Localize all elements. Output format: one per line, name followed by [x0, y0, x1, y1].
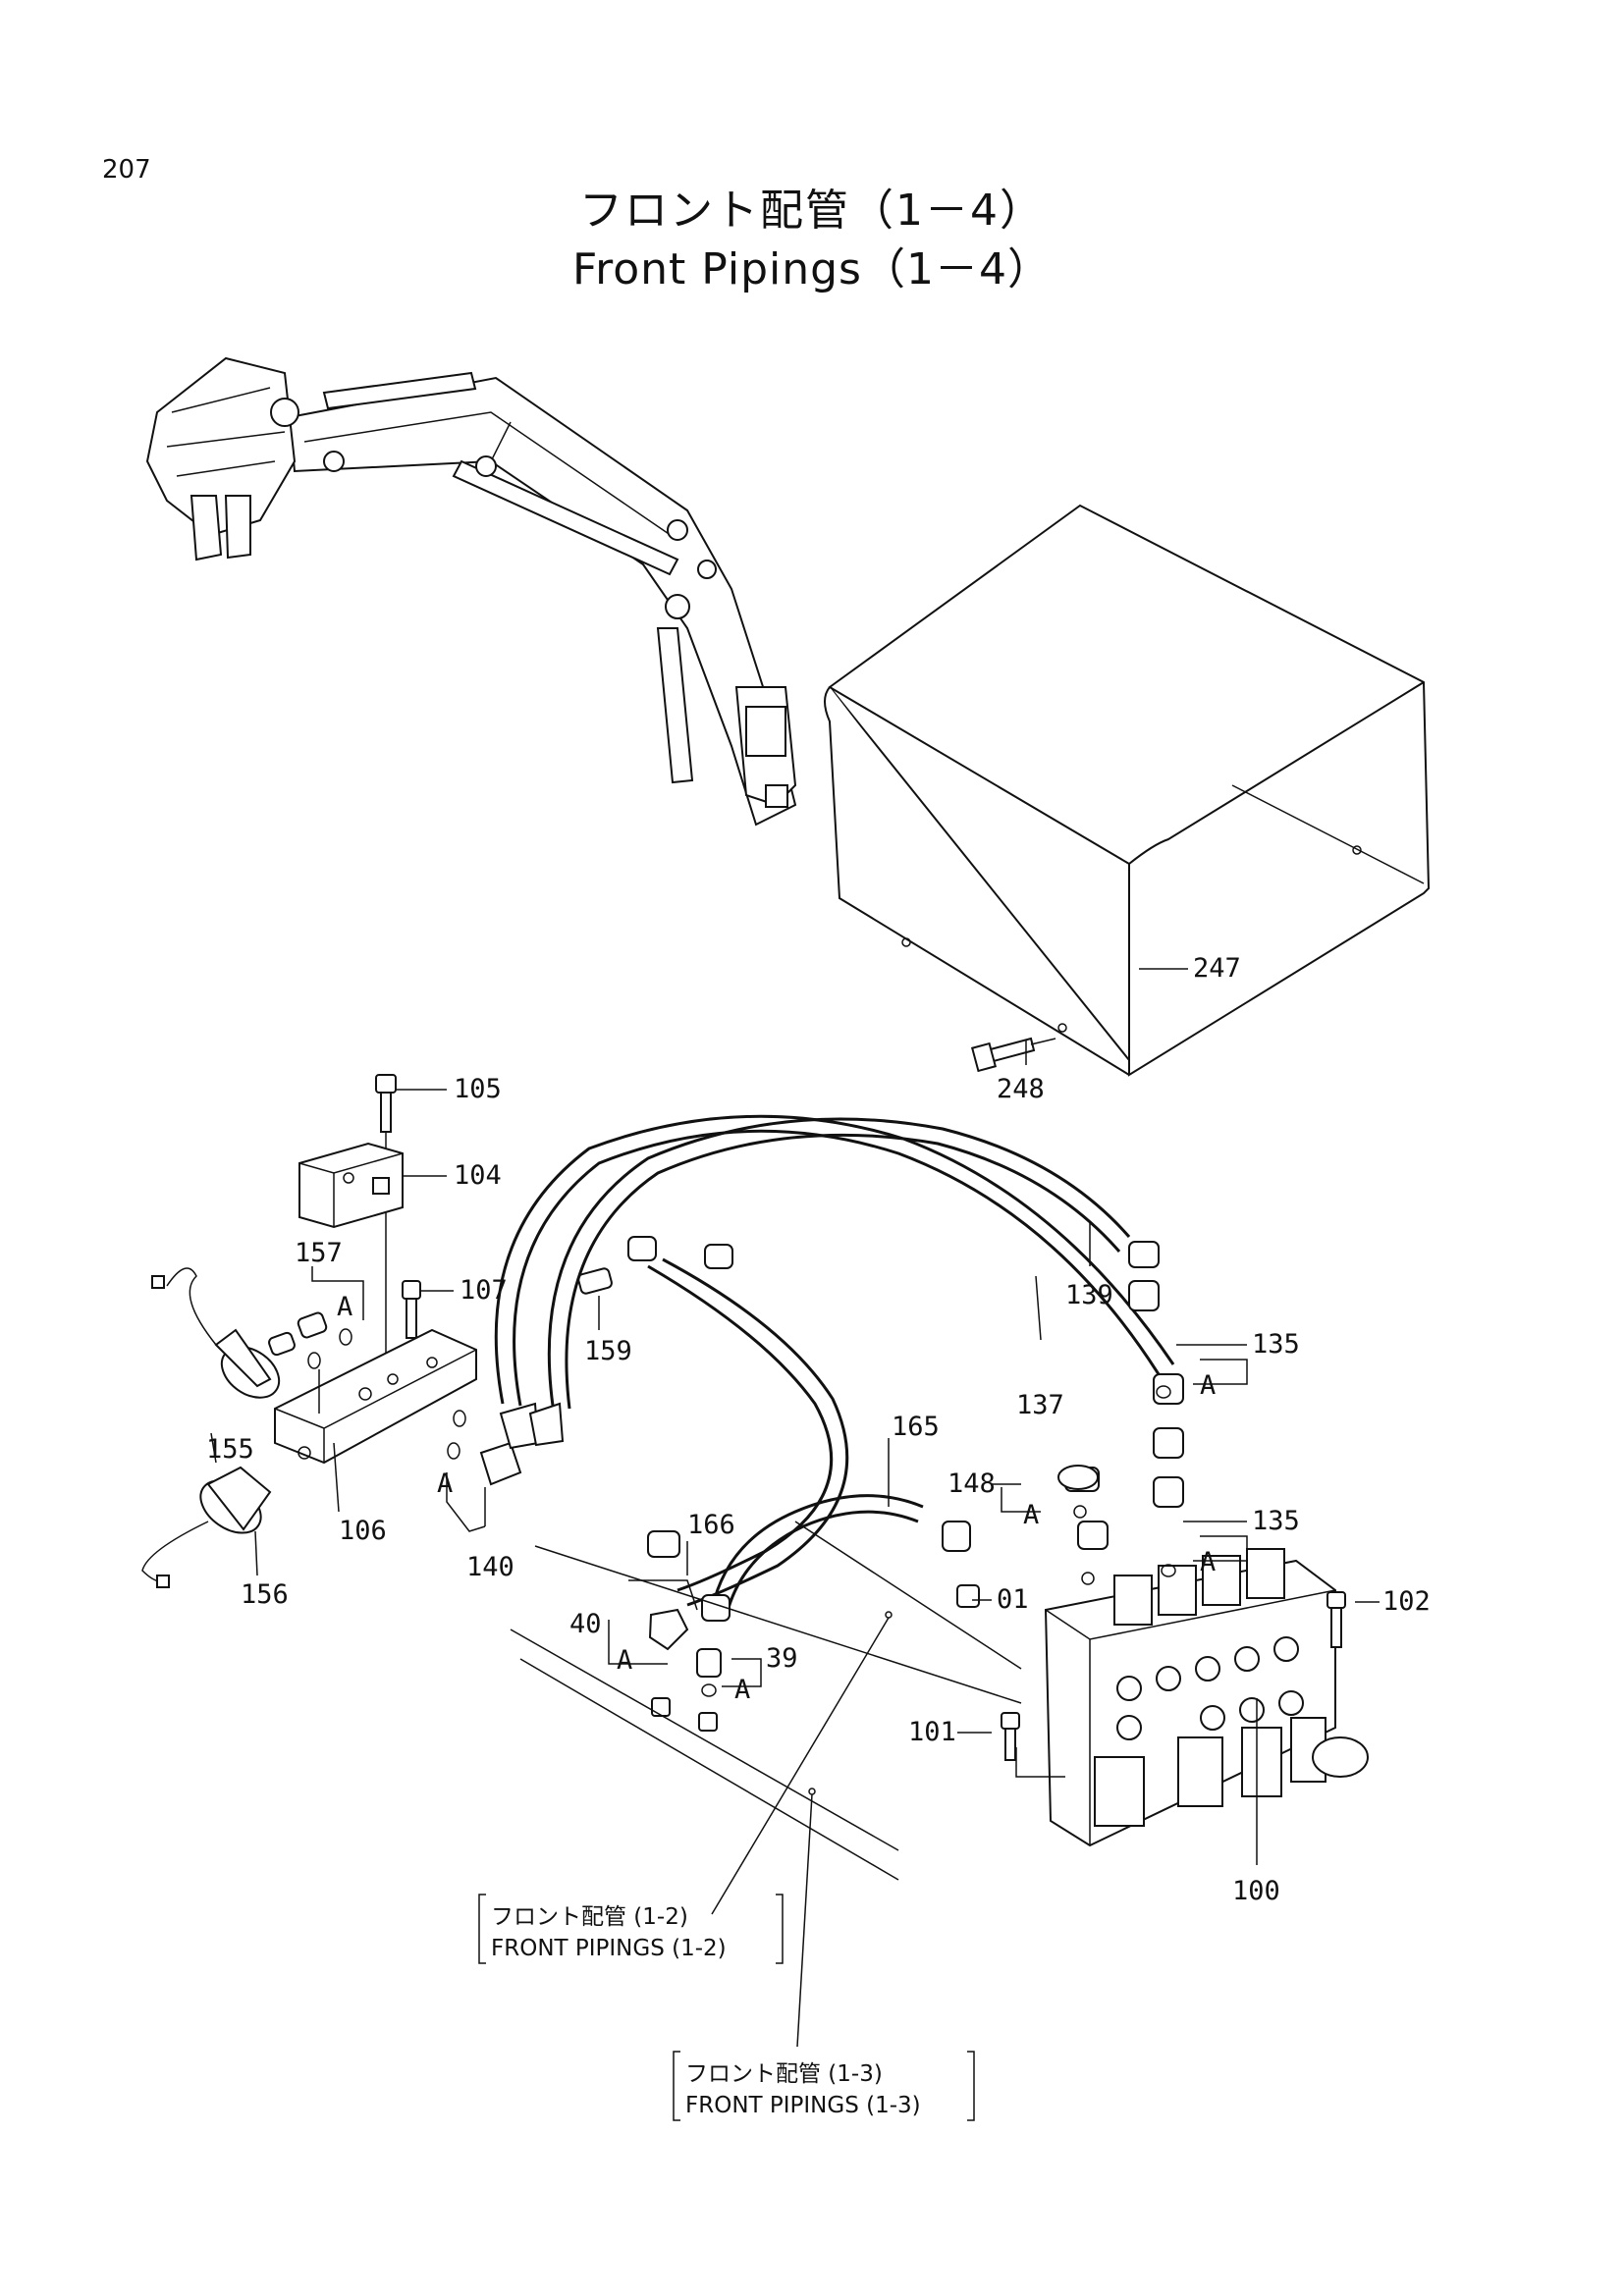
callout-135-lower: 135 — [1252, 1506, 1300, 1536]
reference-front-pipings-1-2: フロント配管 (1-2) FRONT PIPINGS (1-2) — [478, 1894, 784, 1964]
callout-139: 139 — [1065, 1280, 1113, 1310]
page-number: 207 — [102, 155, 151, 185]
callout-156: 156 — [241, 1579, 289, 1610]
callout-39: 39 — [766, 1643, 798, 1674]
cover-247 — [824, 504, 1431, 1077]
callout-107: 107 — [460, 1275, 508, 1306]
reference-1-3-english: FRONT PIPINGS (1-3) — [685, 2093, 921, 2118]
hose-139 — [547, 1117, 1131, 1410]
control-valve-100 — [1015, 1548, 1369, 1847]
frame-rails — [510, 1521, 1022, 2048]
callout-140: 140 — [466, 1552, 514, 1582]
callout-labels: 105 104 107 157 159 155 106 140 156 247 … — [206, 953, 1431, 1906]
callout-105: 105 — [454, 1074, 502, 1104]
group-mark-a-40: A — [617, 1645, 632, 1676]
hose-165 — [710, 1494, 924, 1616]
callout-100: 100 — [1232, 1876, 1280, 1906]
callout-104: 104 — [454, 1160, 502, 1191]
callout-248: 248 — [997, 1074, 1045, 1104]
group-mark-a-135-lower: A — [1200, 1547, 1216, 1577]
page-title-english: Front Pipings（1－4） — [572, 244, 1052, 294]
reference-1-3-japanese: フロント配管 (1-3) — [685, 2061, 883, 2087]
plug-148 — [1057, 1385, 1176, 1585]
bolt-248 — [970, 1037, 1056, 1073]
fittings-157 — [268, 1311, 352, 1369]
hose-137 — [494, 1114, 1175, 1407]
reference-1-2-english: FRONT PIPINGS (1-2) — [491, 1936, 727, 1961]
callout-247: 247 — [1193, 953, 1241, 984]
reference-1-2-japanese: フロント配管 (1-2) — [491, 1904, 688, 1930]
excavator-front-attachment — [145, 356, 797, 827]
fitting-159 — [577, 1267, 613, 1295]
block-106 — [274, 1328, 477, 1465]
block-104 — [298, 1142, 404, 1229]
callout-166: 166 — [687, 1510, 735, 1540]
callout-165: 165 — [892, 1412, 940, 1442]
callout-148: 148 — [947, 1468, 996, 1499]
callout-40: 40 — [569, 1609, 602, 1639]
callout-137: 137 — [1016, 1390, 1064, 1420]
solenoid-156 — [141, 1466, 272, 1588]
page-title-japanese: フロント配管（1－4） — [579, 186, 1045, 236]
group-mark-a-39: A — [734, 1675, 750, 1705]
adapter-39 — [696, 1648, 722, 1732]
callout-101: 101 — [908, 1717, 956, 1747]
callout-135-upper: 135 — [1252, 1329, 1300, 1360]
elbow-40 — [648, 1608, 689, 1717]
bolt-102 — [1326, 1591, 1346, 1648]
hose-fittings — [627, 1236, 1184, 1622]
callout-106: 106 — [339, 1516, 387, 1546]
reference-front-pipings-1-3: フロント配管 (1-3) FRONT PIPINGS (1-3) — [673, 2051, 975, 2121]
group-mark-a-157: A — [337, 1292, 352, 1322]
callout-157: 157 — [295, 1238, 343, 1268]
solenoid-155 — [151, 1267, 281, 1399]
callout-155: 155 — [206, 1434, 254, 1465]
group-mark-a-135-upper: A — [1200, 1370, 1216, 1401]
group-mark-a-140: A — [437, 1468, 453, 1499]
callout-159: 159 — [584, 1336, 632, 1366]
elbow-140 — [447, 1402, 565, 1486]
bolt-101 — [1001, 1712, 1020, 1761]
group-mark-a-148: A — [1023, 1500, 1039, 1530]
bolt-107 — [402, 1280, 421, 1339]
leader-lines — [210, 968, 1380, 1865]
callout-102: 102 — [1382, 1586, 1431, 1617]
callout-01: 01 — [997, 1584, 1029, 1615]
